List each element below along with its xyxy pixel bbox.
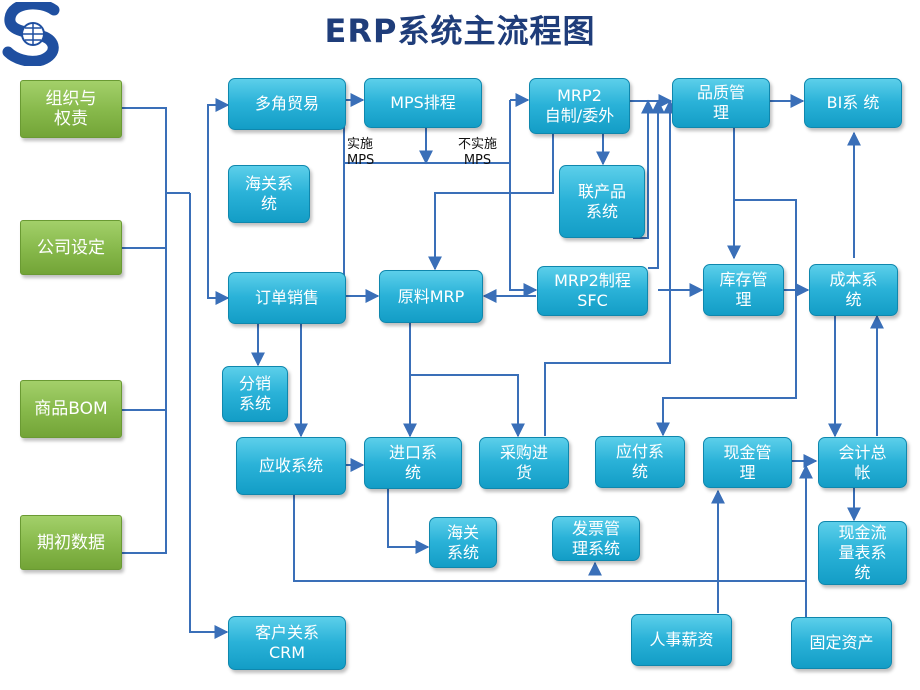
cash-flow-box[interactable]: 现金流 量表系 统 xyxy=(818,521,907,585)
fixed-assets-box[interactable]: 固定资产 xyxy=(791,617,892,669)
distribution-box[interactable]: 分销 系统 xyxy=(222,366,288,422)
initial-data-box[interactable]: 期初数据 xyxy=(20,515,122,570)
receivables-box[interactable]: 应收系统 xyxy=(236,437,346,495)
inventory-box[interactable]: 库存管 理 xyxy=(703,264,784,316)
invoice-box[interactable]: 发票管 理系统 xyxy=(552,516,640,561)
company-logo xyxy=(2,2,60,66)
cash-management-box[interactable]: 现金管 理 xyxy=(703,437,792,488)
mrp2-box[interactable]: MRP2 自制/委外 xyxy=(529,78,630,134)
cost-system-box[interactable]: 成本系 统 xyxy=(809,264,898,316)
import-system-box[interactable]: 进口系 统 xyxy=(364,437,462,489)
company-setup-box[interactable]: 公司设定 xyxy=(20,220,122,275)
no-mps-label: 不实施 MPS xyxy=(458,137,498,168)
bi-system-box[interactable]: BI系 统 xyxy=(804,78,902,128)
joint-product-box[interactable]: 联产品 系统 xyxy=(559,165,645,238)
customs-system-box-2[interactable]: 海关 系统 xyxy=(429,517,497,568)
product-bom-box[interactable]: 商品BOM xyxy=(20,380,122,438)
implement-mps-label: 实施 MPS xyxy=(347,137,375,168)
org-box[interactable]: 组织与 权责 xyxy=(20,80,122,138)
crm-box[interactable]: 客户关系 CRM xyxy=(228,616,346,670)
purchase-box[interactable]: 采购进 货 xyxy=(479,437,569,489)
page-title: ERP系统主流程图 xyxy=(324,12,596,50)
order-sales-box[interactable]: 订单销售 xyxy=(228,272,346,324)
mrp2-sfc-box[interactable]: MRP2制程 SFC xyxy=(537,266,648,316)
material-mrp-box[interactable]: 原料MRP xyxy=(379,270,483,323)
payables-box[interactable]: 应付系 统 xyxy=(595,436,685,488)
mps-scheduling-box[interactable]: MPS排程 xyxy=(364,78,482,128)
general-ledger-box[interactable]: 会计总 帐 xyxy=(818,437,907,488)
hr-payroll-box[interactable]: 人事薪资 xyxy=(631,614,732,666)
quality-box[interactable]: 品质管 理 xyxy=(672,78,770,128)
customs-system-box-1[interactable]: 海关系 统 xyxy=(228,165,310,223)
multi-trade-box[interactable]: 多角贸易 xyxy=(228,78,346,130)
